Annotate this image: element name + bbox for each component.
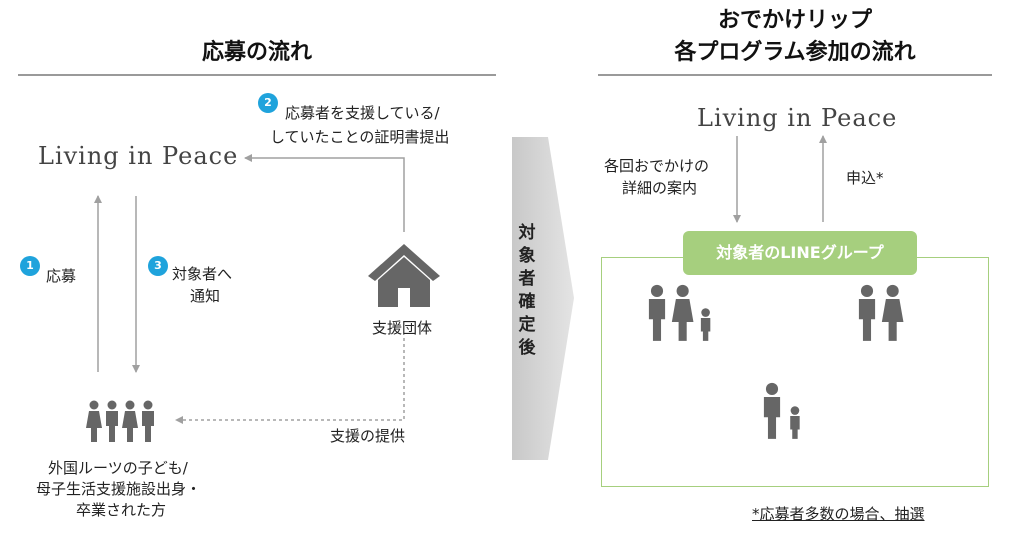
info-label-2: 詳細の案内 <box>622 179 698 197</box>
confirmed-char-2: 象 <box>518 246 536 266</box>
step-badge-3: 3 <box>148 256 168 276</box>
right-title-rule <box>598 74 992 76</box>
step-badge-2: 2 <box>258 93 278 113</box>
family-group-icon <box>86 400 154 442</box>
applicants-label-3: 卒業された方 <box>76 501 167 519</box>
support-provision-label: 支援の提供 <box>330 427 406 445</box>
right-panel-title-2: 各プログラム参加の流れ <box>674 40 916 65</box>
arrow-support-provision <box>175 338 405 424</box>
applicants-label-1: 外国ルーツの子ども/ <box>48 459 188 477</box>
step-label-apply: 応募 <box>46 267 77 285</box>
chevron-arrow <box>512 137 574 460</box>
arrow-certificate <box>244 154 405 232</box>
line-group-pill: 対象者のLINEグループ <box>683 231 917 275</box>
support-org-label: 支援団体 <box>372 319 433 337</box>
step-badge-1: 1 <box>20 256 40 276</box>
step-label-certificate-2: していたことの証明書提出 <box>270 128 450 146</box>
left-title-rule <box>18 74 496 76</box>
line-group-box <box>601 257 989 487</box>
confirmed-char-6: 後 <box>518 338 536 358</box>
step-label-notify-1: 対象者へ <box>172 265 233 283</box>
confirmed-char-3: 者 <box>518 269 536 289</box>
apply-label-right: 申込* <box>846 169 884 187</box>
left-panel-title: 応募の流れ <box>201 40 312 65</box>
confirmed-after-label: 対 象 者 確 定 後 <box>515 222 539 360</box>
lottery-note: *応募者多数の場合、抽選 <box>752 505 925 523</box>
house-icon <box>368 244 440 307</box>
confirmed-char-4: 確 <box>518 292 536 312</box>
lip-logo-left: Living in Peace <box>38 142 239 170</box>
step-label-notify-2: 通知 <box>190 287 221 305</box>
confirmed-char-5: 定 <box>518 315 536 335</box>
step-label-certificate-1: 応募者を支援している/ <box>285 104 440 122</box>
right-panel-title-1: おでかけリップ <box>717 8 872 33</box>
confirmed-char-1: 対 <box>518 223 536 243</box>
info-label-1: 各回おでかけの <box>604 157 710 175</box>
applicants-label-2: 母子生活支援施設出身・ <box>36 480 202 498</box>
lip-logo-right: Living in Peace <box>697 104 898 132</box>
